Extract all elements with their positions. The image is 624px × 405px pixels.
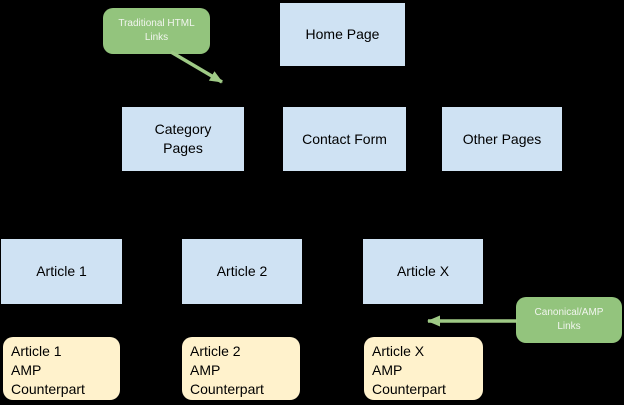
node-other-pages-label: Other Pages [462,130,542,147]
callout-traditional-html-links-label: Traditional HTML Links [118,18,195,43]
node-article-x-amp-counterpart: Article X AMP Counterpart [364,337,483,400]
node-contact-form: Contact Form [283,107,406,171]
callout-canonical-amp-links-label: Canonical/AMP Links [534,307,604,332]
traditional-links-arrow [170,50,223,84]
node-article-x: Article X [363,239,483,304]
node-article-1: Article 1 [1,239,122,304]
node-article-1-amp-counterpart: Article 1 AMP Counterpart [3,337,120,400]
node-article-1-amp-counterpart-label: Article 1 AMP Counterpart [11,343,85,397]
node-home-page-label: Home Page [305,26,380,42]
node-contact-form-label: Contact Form [302,130,387,147]
node-article-x-label: Article X [396,263,450,279]
node-category-pages-label: Category Pages [154,121,212,156]
node-category-pages: Category Pages [122,107,244,171]
node-article-x-amp-counterpart-label: Article X AMP Counterpart [372,343,446,397]
node-home-page: Home Page [280,3,405,66]
node-other-pages: Other Pages [442,107,562,171]
callout-canonical-amp-links: Canonical/AMP Links [516,297,622,343]
node-article-1-label: Article 1 [36,263,87,279]
node-article-2-amp-counterpart-label: Article 2 AMP Counterpart [190,343,264,397]
node-article-2: Article 2 [182,239,302,304]
node-article-2-label: Article 2 [216,263,268,279]
callout-traditional-html-links: Traditional HTML Links [103,8,210,54]
node-article-2-amp-counterpart: Article 2 AMP Counterpart [182,337,300,400]
